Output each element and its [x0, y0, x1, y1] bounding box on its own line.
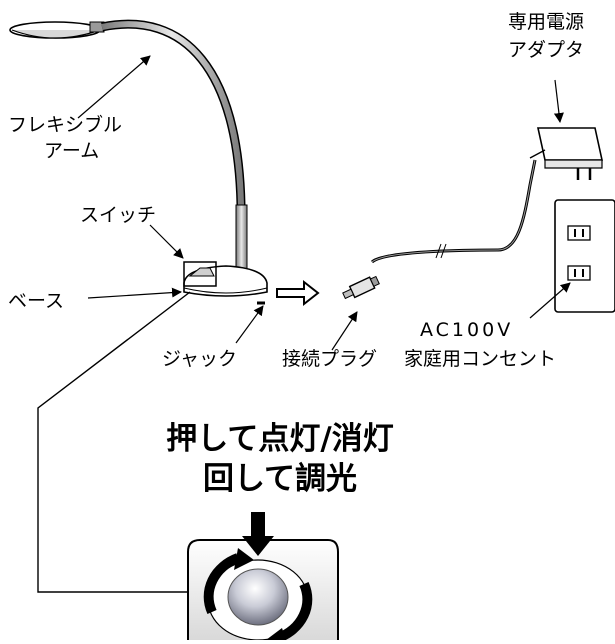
- flexible-arm: [101, 19, 248, 272]
- plug-label: 接続プラグ: [282, 348, 378, 370]
- lamp-head: [9, 21, 105, 39]
- flexible-arm-label-line1: フレキシブル: [8, 114, 123, 136]
- switch-label: スイッチ: [80, 204, 157, 226]
- flexible-arm-label-line2: アーム: [44, 140, 100, 162]
- outlet-voltage-label: AC100V: [420, 319, 514, 341]
- connector-plug: [342, 275, 380, 300]
- base-label: ベース: [8, 290, 65, 312]
- press-down-arrow-icon: [242, 512, 274, 556]
- arrow-right-outline-icon: [276, 279, 320, 307]
- wall-outlet: [554, 199, 615, 313]
- flexible-arm-label: フレキシブル アーム: [8, 112, 122, 164]
- adapter-label-line1: 専用電源: [508, 11, 585, 33]
- adapter-label: 専用電源 アダプタ: [508, 8, 584, 64]
- leader-lines: [77, 55, 571, 351]
- outlet-label: 家庭用コンセント: [404, 348, 557, 370]
- lamp-base: [183, 265, 268, 297]
- switch-detail: [187, 512, 339, 643]
- power-cable: [370, 159, 537, 264]
- instruction-line1: 押して点灯/消灯: [166, 421, 394, 457]
- switch-highlight-box: [183, 261, 217, 287]
- jack-label: ジャック: [162, 348, 238, 370]
- adapter-label-line2: アダプタ: [508, 39, 585, 61]
- detail-callout-lines: [37, 291, 191, 593]
- rotate-arrows-icon: [203, 548, 313, 643]
- power-adapter: [529, 127, 603, 180]
- instruction-line2: 回して調光: [202, 461, 358, 497]
- knob: [227, 568, 289, 626]
